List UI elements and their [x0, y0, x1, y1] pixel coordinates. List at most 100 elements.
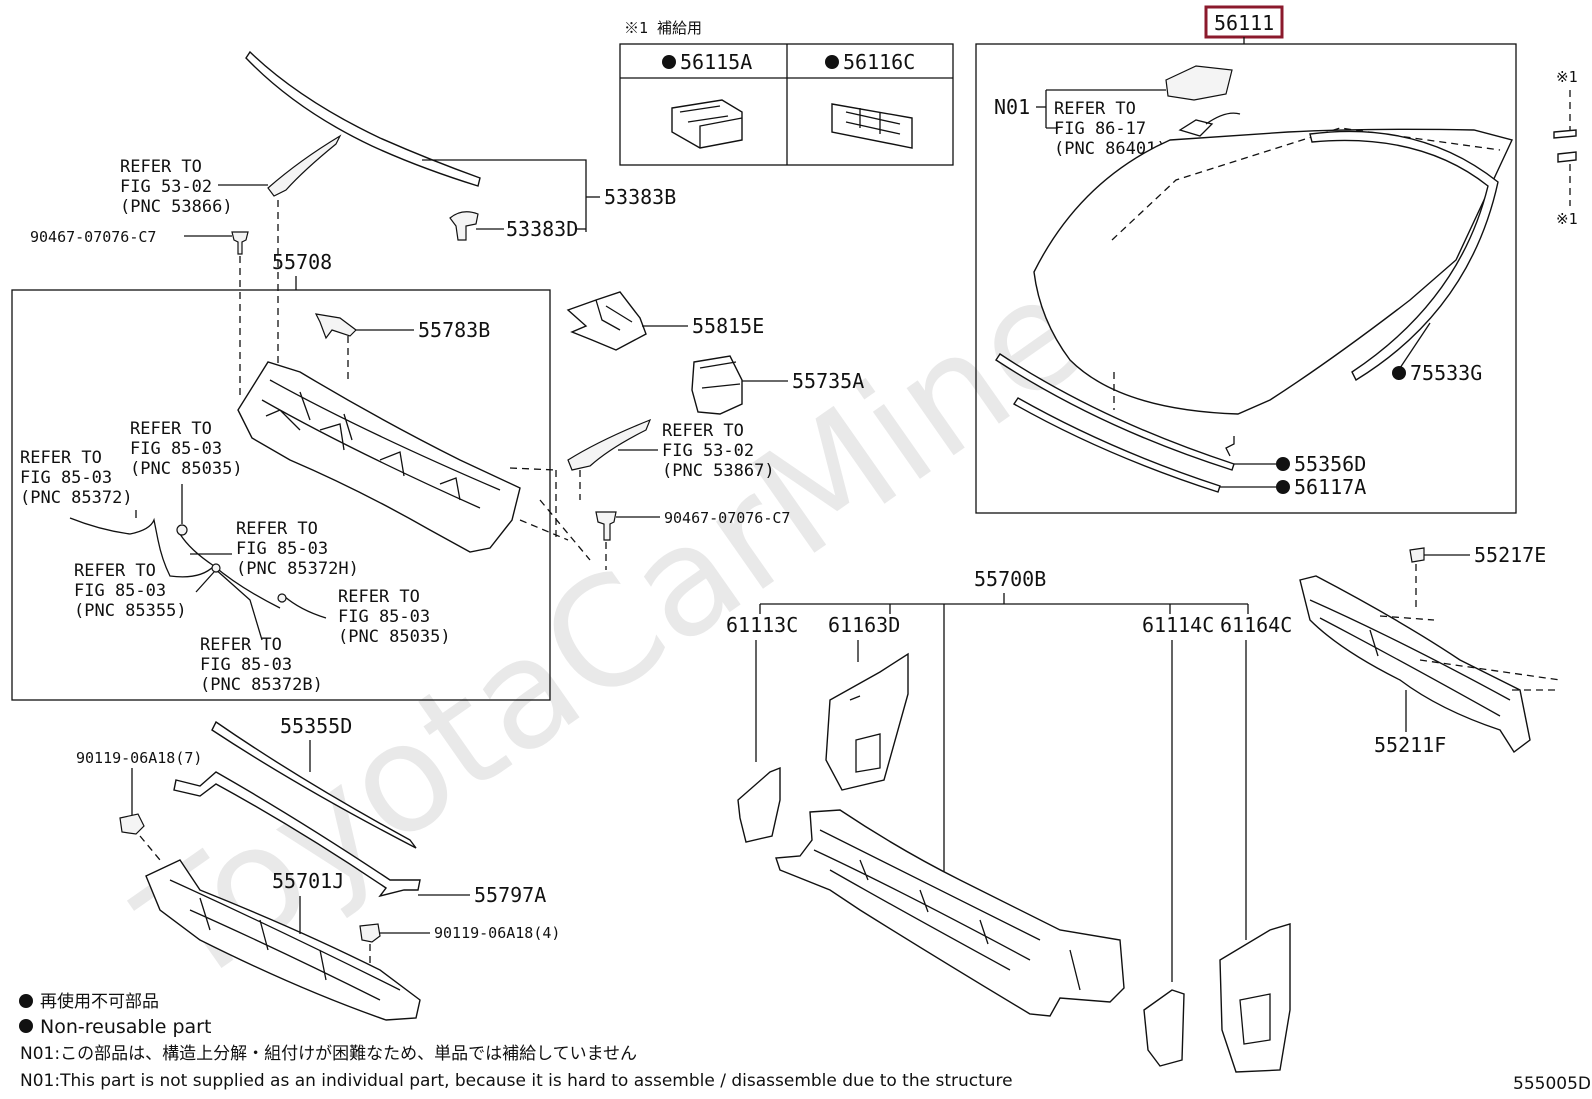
n01-label: N01 — [994, 95, 1030, 119]
refer-85035a-line2: FIG 85-03 — [130, 439, 222, 459]
cowl-panel-55708[interactable] — [237, 361, 521, 553]
moulding-56117A[interactable] — [1012, 397, 1221, 493]
spacer-56116C-icon — [831, 103, 913, 149]
seal-55815E[interactable] — [566, 291, 647, 351]
refer-85035a-line1: REFER TO — [130, 419, 212, 439]
clip-55217E-icon — [1409, 547, 1425, 563]
non-reusable-dot-icon — [1276, 457, 1290, 471]
refer-85372B-line1: REFER TO — [200, 635, 282, 655]
moulding-75533G[interactable] — [1309, 130, 1499, 381]
part-53383D-label[interactable]: 53383D — [506, 217, 578, 241]
sensor-bracket-icon — [1165, 65, 1233, 101]
spacer-56115A-icon — [671, 99, 743, 149]
bolt-90467-a-label[interactable]: 90467-07076-C7 — [30, 228, 156, 246]
windshield-group: N01 REFER TO FIG 86-17 (PNC 86401) 75533… — [975, 43, 1517, 514]
asterisk-label-top: ※1 — [1556, 68, 1578, 86]
refer-86401-line1: REFER TO — [1054, 99, 1136, 119]
refer-85355-line3: (PNC 85355) — [74, 601, 187, 621]
pillar-61164C[interactable] — [1219, 923, 1291, 1073]
non-reusable-dot-icon — [1392, 366, 1406, 380]
seal-55735A[interactable] — [691, 355, 743, 415]
refer-85372H-line2: FIG 85-03 — [236, 539, 328, 559]
part-61164C-label[interactable]: 61164C — [1220, 613, 1292, 637]
seal-55797A[interactable] — [173, 771, 421, 898]
refer-85035b-line3: (PNC 85035) — [338, 627, 451, 647]
bolt-90119-7-label[interactable]: 90119-06A18(7) — [76, 749, 202, 767]
non-reusable-dot-icon — [1276, 480, 1290, 494]
non-reusable-dot-icon — [825, 55, 839, 69]
bolt-icon — [119, 813, 145, 835]
part-55211F-label[interactable]: 55211F — [1374, 733, 1446, 757]
refer-53866-line3: (PNC 53866) — [120, 197, 233, 217]
legend-jp: 再使用不可部品 — [40, 991, 159, 1012]
non-reusable-dot-icon — [662, 55, 676, 69]
part-56111-label[interactable]: 56111 — [1214, 11, 1274, 35]
refer-85355-line2: FIG 85-03 — [74, 581, 166, 601]
supply-part-56115A[interactable]: 56115A — [680, 50, 752, 74]
legend-dot-icon — [19, 994, 33, 1008]
legend-en: Non-reusable part — [40, 1016, 211, 1038]
note-jp: N01:この部品は、構造上分解・組付けが困難なため、単品では補給していません — [20, 1044, 637, 1064]
pillar-61113C[interactable] — [737, 766, 781, 843]
refer-53866-line2: FIG 53-02 — [120, 177, 212, 197]
refer-85035a-line3: (PNC 85035) — [130, 459, 243, 479]
bracket-55783B-icon — [314, 313, 357, 340]
refer-85372-line3: (PNC 85372) — [20, 488, 133, 508]
diagram-code: 555005D — [1513, 1074, 1591, 1094]
windshield-glass[interactable] — [1033, 128, 1513, 415]
weatherstrip-53383B[interactable] — [245, 50, 481, 187]
refer-85035b-line2: FIG 85-03 — [338, 607, 430, 627]
cowl-top-group: 55783B REFER TO FIG 85-03 (PNC 85372) RE… — [11, 289, 591, 701]
pillar-61114C[interactable] — [1143, 989, 1185, 1067]
part-55356D-label[interactable]: 55356D — [1294, 452, 1366, 476]
seal-55355D[interactable] — [211, 720, 417, 849]
part-55355D-label[interactable]: 55355D — [280, 714, 352, 738]
refer-85372-line1: REFER TO — [20, 448, 102, 468]
refer-86401-line2: FIG 86-17 — [1054, 119, 1146, 139]
part-75533G-label[interactable]: 75533G — [1410, 361, 1482, 385]
part-61163D-label[interactable]: 61163D — [828, 613, 900, 637]
part-55708-label[interactable]: 55708 — [272, 250, 332, 274]
part-53383B-label[interactable]: 53383B — [604, 185, 676, 209]
clip-53383D-icon — [449, 211, 479, 241]
refer-85372B-line3: (PNC 85372B) — [200, 675, 323, 695]
dash-panel-55700B[interactable] — [775, 809, 1125, 1017]
refer-53867-line1: REFER TO — [662, 421, 744, 441]
bolt-icon — [359, 923, 381, 943]
refer-85035b-line1: REFER TO — [338, 587, 420, 607]
bolt-90119-4-label[interactable]: 90119-06A18(4) — [434, 924, 560, 942]
refer-85355-line1: REFER TO — [74, 561, 156, 581]
legend-dot-icon — [19, 1019, 33, 1033]
seal-bracket-53867-icon — [567, 418, 652, 471]
supply-parts-table: 56115A 56116C — [619, 43, 954, 166]
part-61113C-label[interactable]: 61113C — [726, 613, 798, 637]
pillar-61163D[interactable] — [825, 652, 909, 791]
part-55701J-label[interactable]: 55701J — [272, 869, 344, 893]
note-en: N01:This part is not supplied as an indi… — [20, 1071, 1013, 1091]
part-55783B-label[interactable]: 55783B — [418, 318, 490, 342]
part-55797A-label[interactable]: 55797A — [474, 883, 546, 907]
part-55815E-label[interactable]: 55815E — [692, 314, 764, 338]
refer-53867-line2: FIG 53-02 — [662, 441, 754, 461]
refer-85372H-line1: REFER TO — [236, 519, 318, 539]
part-55735A-label[interactable]: 55735A — [792, 369, 864, 393]
part-55217E-label[interactable]: 55217E — [1474, 543, 1546, 567]
bolt-icon — [231, 231, 249, 255]
supply-note: ※1 補給用 — [624, 19, 702, 37]
part-61114C-label[interactable]: 61114C — [1142, 613, 1214, 637]
supply-part-56116C[interactable]: 56116C — [843, 50, 915, 74]
cowl-side-55211F[interactable] — [1299, 575, 1531, 754]
part-55700B-label[interactable]: 55700B — [974, 567, 1046, 591]
moulding-55356D[interactable] — [995, 353, 1235, 471]
asterisk-label-bottom: ※1 — [1556, 210, 1578, 228]
bolt-icon — [595, 511, 617, 541]
refer-86401-line3: (PNC 86401) — [1054, 139, 1167, 159]
part-56117A-label[interactable]: 56117A — [1294, 475, 1366, 499]
refer-53866-line1: REFER TO — [120, 157, 202, 177]
seal-bracket-icon — [267, 134, 342, 197]
refer-85372H-line3: (PNC 85372H) — [236, 559, 359, 579]
refer-53867-line3: (PNC 53867) — [662, 461, 775, 481]
refer-85372-line2: FIG 85-03 — [20, 468, 112, 488]
bolt-90467-b-label[interactable]: 90467-07076-C7 — [664, 509, 790, 527]
